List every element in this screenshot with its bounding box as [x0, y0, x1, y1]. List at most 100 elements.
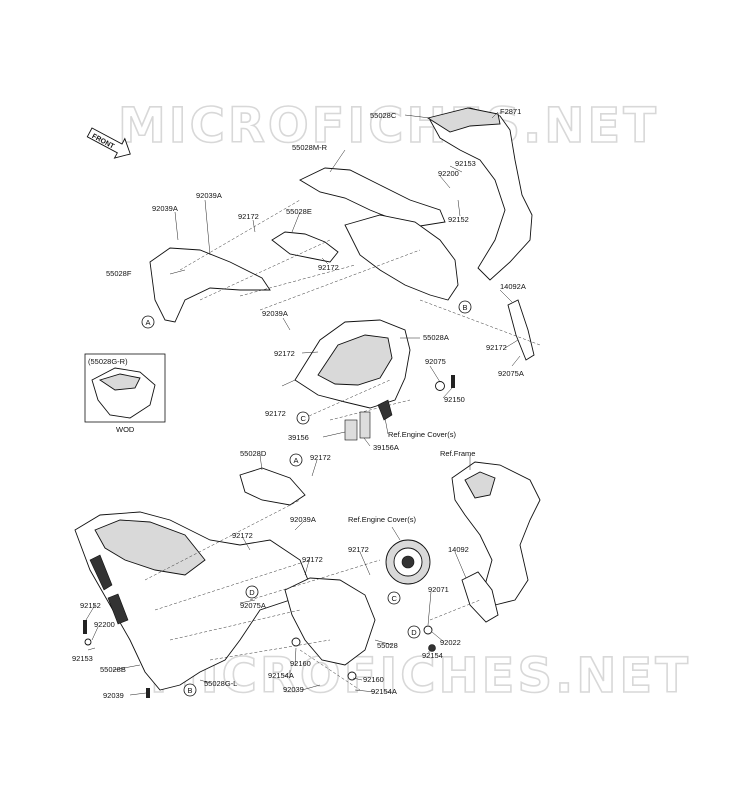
label-55028a: 55028A — [423, 333, 449, 342]
label-92172-i: 92172 — [302, 555, 323, 564]
label-92172-h: 92172 — [348, 545, 369, 554]
grommet-92075 — [435, 381, 445, 391]
label-92172-a: 92172 — [238, 212, 259, 221]
block-39156 — [344, 419, 358, 441]
lower-cowl-stripe — [94, 519, 206, 576]
label-92160-b: 92160 — [363, 675, 384, 684]
watermark-top: MICROFICHES.NET — [118, 98, 659, 154]
bolt-92152-low — [83, 620, 87, 634]
label-92200-low: 92200 — [94, 620, 115, 629]
guide-lines-lower — [144, 499, 481, 691]
label-55028m-r: 55028M-R — [292, 143, 328, 152]
label-55028g-l: 55028G-L — [204, 679, 237, 688]
label-39156: 39156 — [288, 433, 309, 442]
upper-cowl-part — [429, 107, 533, 281]
label-92039a-c: 92039A — [262, 309, 288, 318]
washer-92200-low — [84, 638, 92, 646]
engine-cover-ref-hub — [401, 555, 415, 569]
watermark-bottom: MICROFICHES.NET — [150, 648, 691, 704]
label-55028: 55028 — [377, 641, 398, 650]
label-92075a-mid: 92075A — [240, 601, 266, 610]
label-92172-f: 92172 — [310, 453, 331, 462]
label-55028g-r: (55028G-R) — [88, 357, 128, 366]
label-92150: 92150 — [444, 395, 465, 404]
grommet-92160-a — [291, 637, 301, 647]
svg-text:C: C — [301, 414, 307, 423]
inner-panel-f-part — [149, 247, 271, 323]
label-55028c: 55028C — [370, 111, 397, 120]
middle-cowl-part — [344, 214, 459, 301]
label-92154a-b: 92154A — [371, 687, 397, 696]
ref-marker-c-upper: C — [296, 411, 310, 425]
label-92153-top: 92153 — [455, 159, 476, 168]
label-92154: 92154 — [422, 651, 443, 660]
block-39156a — [359, 411, 371, 439]
windscreen-part — [426, 107, 501, 133]
label-92172-b: 92172 — [318, 263, 339, 272]
inset-part-shade — [98, 373, 141, 391]
washer-92022 — [423, 625, 433, 635]
label-92039a-d: 92039A — [290, 515, 316, 524]
label-92075: 92075 — [425, 357, 446, 366]
ref-marker-b-lower: B — [183, 683, 197, 697]
bolt-92039-low — [146, 688, 150, 698]
svg-text:B: B — [463, 303, 468, 312]
label-92039-b: 92039 — [103, 691, 124, 700]
bracket-14092a-part — [507, 299, 535, 361]
ref-marker-c-lower: C — [387, 591, 401, 605]
label-39156a: 39156A — [373, 443, 399, 452]
label-92071: 92071 — [428, 585, 449, 594]
label-55028e: 55028E — [286, 207, 312, 216]
label-92172-g: 92172 — [232, 531, 253, 540]
side-panel-a-inner — [317, 334, 393, 386]
frame-ref-shade — [464, 471, 496, 499]
label-55028d: 55028D — [240, 449, 267, 458]
label-92039a-a: 92039A — [196, 191, 222, 200]
label-14092: 14092 — [448, 545, 469, 554]
label-92153-low: 92153 — [72, 654, 93, 663]
label-92152-low: 92152 — [80, 601, 101, 610]
ref-marker-a-upper: A — [141, 315, 155, 329]
label-92160-a: 92160 — [290, 659, 311, 668]
label-92172-e: 92172 — [265, 409, 286, 418]
label-92152-top: 92152 — [448, 215, 469, 224]
label-wod: WOD — [116, 425, 135, 434]
svg-text:D: D — [249, 588, 255, 597]
panel-55028d-part — [239, 467, 306, 506]
ref-marker-d-right: D — [407, 625, 421, 639]
label-92172-d: 92172 — [486, 343, 507, 352]
lower-cowl-vent — [89, 554, 129, 625]
label-ref-engine-cover-mid: Ref.Engine Cover(s) — [348, 515, 416, 524]
label-92039-a: 92039 — [283, 685, 304, 694]
label-55028f: 55028F — [106, 269, 132, 278]
ref-marker-d-left: D — [245, 585, 259, 599]
guide-lines-upper — [179, 199, 541, 421]
svg-text:A: A — [146, 318, 151, 327]
label-55028b: 55028B — [100, 665, 126, 674]
ref-marker-a-lower: A — [289, 453, 303, 467]
ref-marker-b-upper: B — [458, 300, 472, 314]
svg-text:C: C — [392, 594, 398, 603]
grommet-92160-b — [347, 671, 357, 681]
label-14092a: 14092A — [500, 282, 526, 291]
under-cowl-part — [284, 577, 376, 666]
inner-panel-e-part — [271, 231, 339, 263]
nut-92154 — [428, 644, 436, 652]
label-92154a-a: 92154A — [268, 671, 294, 680]
label-ref-frame: Ref.Frame — [440, 449, 475, 458]
label-92200-top: 92200 — [438, 169, 459, 178]
svg-text:B: B — [188, 686, 193, 695]
label-f2871: F2871 — [500, 107, 521, 116]
label-ref-engine-cover-top: Ref.Engine Cover(s) — [388, 430, 456, 439]
label-92075a-top: 92075A — [498, 369, 524, 378]
side-duct-right-part — [299, 167, 446, 227]
bracket-14092-part — [461, 571, 499, 623]
svg-text:A: A — [294, 456, 299, 465]
label-92172-c: 92172 — [274, 349, 295, 358]
bolt-92150 — [451, 375, 455, 388]
svg-text:D: D — [411, 628, 417, 637]
label-92022: 92022 — [440, 638, 461, 647]
frame-ref-part — [451, 461, 541, 606]
